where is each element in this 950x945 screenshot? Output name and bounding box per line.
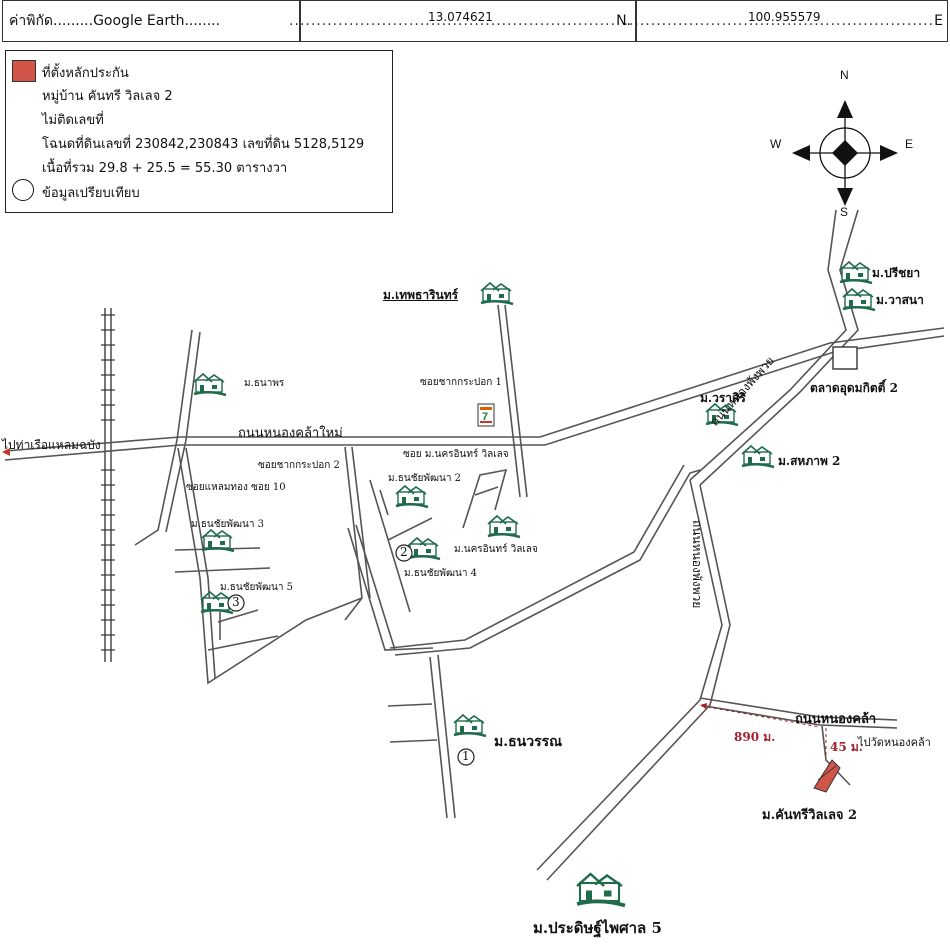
compass-west: W (770, 137, 782, 151)
house-icon (740, 444, 776, 469)
place-warasiri: ม.วราสิริ (700, 391, 746, 405)
property-plot (813, 759, 841, 793)
convenience-store-icon: 7 (477, 403, 495, 427)
soi-laemthong-label: ซอยแหลมทอง ซอย 10 (186, 482, 286, 493)
coord-label-cell: ค่าพิกัด.........Google Earth........ (2, 0, 300, 42)
legend-circle-label: ข้อมูลเปรียบเทียบ (42, 186, 140, 201)
svg-text:7: 7 (482, 411, 488, 423)
place-country-village: ม.คันทรีวิลเลจ 2 (762, 808, 858, 823)
compare-marker-3 (227, 594, 245, 612)
place-thanawan: ม.ธนวรรณ (494, 734, 563, 750)
place-wasana: ม.วาสนา (876, 293, 924, 307)
legend-line-3: โฉนดที่ดินเลขที่ 230842,230843 เลขที่ดิน… (42, 137, 365, 152)
road-nongpang-label-2: ถนนหนองพังพวย (690, 520, 704, 609)
legend: ที่ตั้งหลักประกัน หมู่บ้าน คันทรี วิลเลจ… (5, 50, 393, 213)
road-main-label: ถนนหนองคล้าใหม่ (238, 426, 343, 441)
house-icon (192, 372, 228, 397)
place-thanachai-4: ม.ธนชัยพัฒนา 4 (404, 568, 477, 579)
latitude-value: 13.074621 (428, 10, 493, 24)
road-to-temple-label: ไปวัดหนองคล้า (858, 736, 931, 749)
house-icon (486, 514, 522, 539)
legend-line-4: เนื้อที่รวม 29.8 + 25.5 = 55.30 ตารางวา (42, 161, 288, 176)
house-icon (479, 281, 515, 306)
legend-line-1: หมู่บ้าน คันทรี วิลเลจ 2 (42, 89, 173, 104)
compass-east: E (905, 137, 914, 151)
soi-nakorn-label: ซอย ม.นครอินทร์ วิลเลจ (403, 449, 509, 460)
compare-marker-3-label: 3 (232, 595, 240, 609)
compass-icon (792, 100, 898, 206)
place-thepthar: ม.เทพธารินทร์ (383, 288, 459, 302)
house-icon (200, 528, 236, 553)
collateral-marker-icon (12, 60, 36, 82)
longitude-cell: ........................................… (623, 0, 948, 42)
house-icon (838, 260, 874, 285)
distance-890: 890 ม. (734, 730, 776, 744)
longitude-suffix: E (934, 13, 943, 29)
west-arrow-icon (2, 448, 10, 456)
place-nakorn: ม.นครอินทร์ วิลเลจ (454, 544, 538, 555)
place-preecha: ม.ปรีชยา (872, 266, 921, 280)
place-pradit: ม.ประดิษฐ์ไพศาล 5 (533, 919, 662, 937)
latitude-suffix: N. (616, 13, 631, 29)
soi-chakkrapok-1-label: ซอยชากกระปอก 1 (420, 377, 502, 388)
compare-marker-2-label: 2 (400, 545, 408, 559)
compare-marker-2 (395, 544, 413, 562)
compare-circle-icon (12, 179, 34, 201)
place-thanachai-2: ม.ธนชัยพัฒนา 2 (388, 473, 461, 484)
place-thanaporn: ม.ธนาพร (244, 378, 285, 389)
compare-marker-1-label: 1 (462, 749, 470, 763)
compare-marker-1 (457, 748, 475, 766)
soi-chakkrapok-2-label: ซอยชากกระปอก 2 (258, 460, 340, 471)
distance-route (700, 703, 827, 758)
market-icon (832, 346, 858, 370)
house-icon (406, 536, 442, 561)
latitude-cell: ........................................… (289, 0, 636, 42)
compass-north: N (840, 68, 849, 82)
house-icon-large (575, 872, 627, 908)
place-sahaphap: ม.สหภาพ 2 (778, 454, 841, 468)
house-icon (841, 287, 877, 312)
place-market: ตลาดอุดมกิตติ์ 2 (810, 381, 898, 395)
road-network (4, 209, 945, 881)
legend-line-2: ไม่ติดเลขที่ (42, 113, 104, 128)
place-thanachai-3: ม.ธนชัยพัฒนา 3 (191, 519, 264, 530)
longitude-value: 100.955579 (748, 10, 821, 24)
distance-45: 45 ม. (830, 740, 863, 754)
road-port-label: ไปท่าเรือแหลมฉบัง (2, 438, 101, 452)
house-icon (452, 713, 488, 738)
legend-marker-label: ที่ตั้งหลักประกัน (42, 66, 129, 81)
railway (101, 314, 115, 651)
place-thanachai-5: ม.ธนชัยพัฒนา 5 (220, 582, 293, 593)
house-icon (394, 484, 430, 509)
compass-south: S (840, 205, 849, 219)
coord-label: ค่าพิกัด.........Google Earth........ (9, 13, 221, 29)
road-nongkla-label: ถนนหนองคล้า (795, 712, 877, 727)
